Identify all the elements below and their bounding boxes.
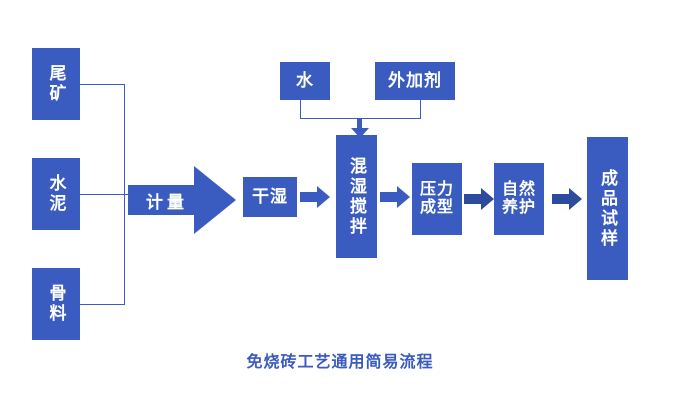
- node-curing-line1: 自然: [501, 181, 536, 199]
- connector-tailings-horizontal: [80, 84, 125, 85]
- node-water: 水: [280, 62, 330, 100]
- node-pressing-line1: 压力: [419, 181, 454, 199]
- arrow-metering-label: 计量: [146, 192, 188, 212]
- arrow-down-to-mixing: [351, 118, 369, 138]
- node-pressing-line2: 成型: [419, 199, 454, 216]
- node-aggregate: 骨料: [32, 268, 80, 340]
- connector-inputs-bus-vertical: [124, 84, 125, 305]
- arrow-pressing-to-curing: [464, 188, 494, 210]
- connector-water-drop: [300, 100, 301, 119]
- node-curing-line2: 养护: [501, 199, 536, 216]
- arrow-drywet-to-mixing: [300, 186, 330, 208]
- arrow-metering: 计量: [128, 166, 236, 234]
- node-mixing: 混湿搅拌: [336, 135, 377, 258]
- connector-aggregate-horizontal: [80, 304, 125, 305]
- diagram-caption: 免烧砖工艺通用简易流程: [246, 354, 434, 371]
- connector-cement-horizontal: [80, 194, 128, 195]
- arrow-mixing-to-pressing: [380, 186, 410, 208]
- connector-admixture-drop: [420, 100, 421, 119]
- node-admixture: 外加剂: [375, 62, 455, 100]
- node-cement: 水泥: [32, 158, 80, 230]
- arrow-curing-to-product: [552, 188, 582, 210]
- node-tailings: 尾矿: [32, 48, 80, 120]
- node-product: 成品试样: [587, 137, 628, 280]
- node-curing: 自然 养护: [494, 163, 544, 235]
- node-drywet: 干湿: [243, 177, 297, 217]
- node-pressing: 压力 成型: [412, 163, 462, 235]
